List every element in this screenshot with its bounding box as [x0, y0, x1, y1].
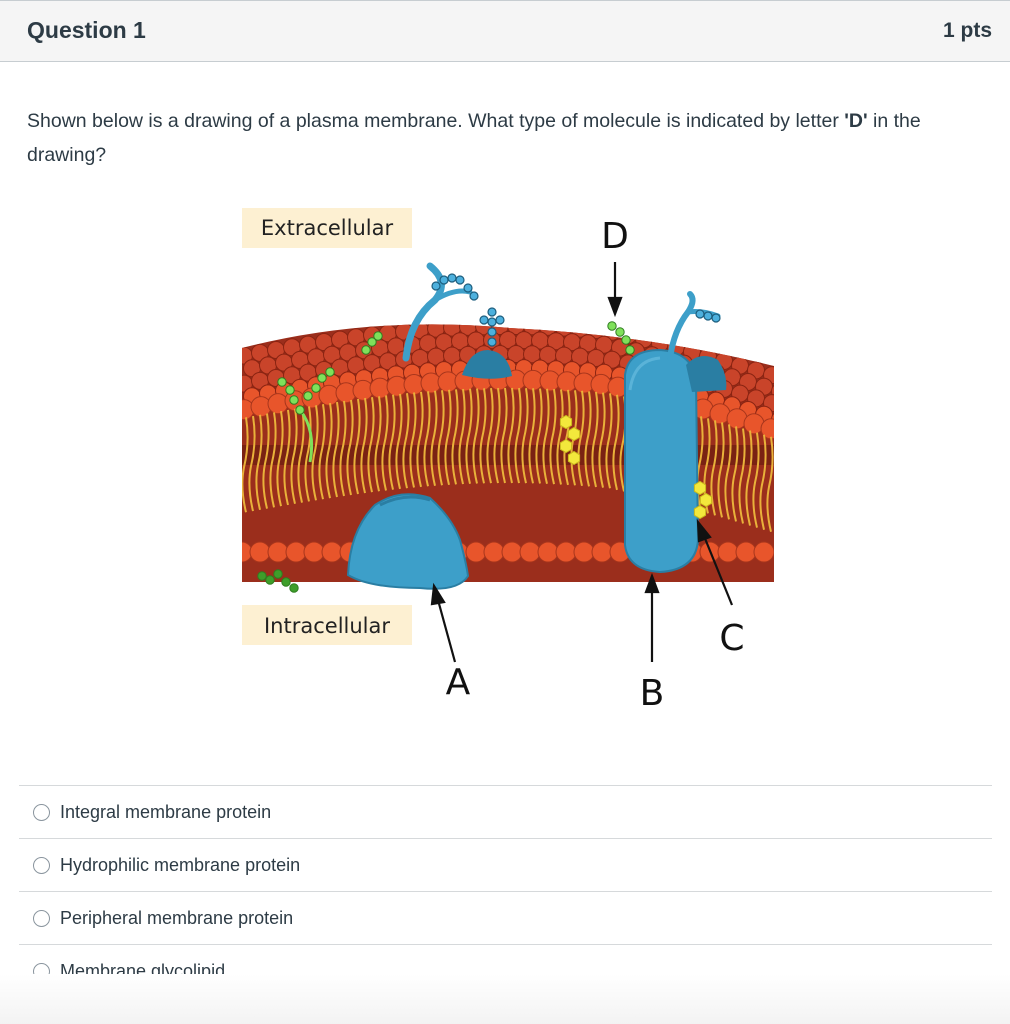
- page-bottom-fade: [0, 974, 1010, 1024]
- answer-option-1[interactable]: Integral membrane protein: [19, 785, 992, 838]
- protein-a-shape: [346, 493, 470, 590]
- radio-button[interactable]: [33, 909, 50, 927]
- answer-label: Peripheral membrane protein: [60, 907, 294, 928]
- cholesterol-molecules: [559, 414, 713, 520]
- radio-button[interactable]: [33, 856, 50, 874]
- question-text-bold: 'D': [844, 110, 868, 132]
- answer-option-2[interactable]: Hydrophilic membrane protein: [19, 838, 992, 891]
- question-points: 1 pts: [942, 19, 992, 42]
- question-text-part1: Shown below is a drawing of a plasma mem…: [27, 110, 845, 132]
- question-text-part2: in the drawing?: [27, 110, 921, 166]
- plasma-membrane-figure: Extracellular Intracellular A B C D: [230, 200, 790, 720]
- answer-option-3[interactable]: Peripheral membrane protein: [19, 891, 992, 944]
- letter-c: C: [719, 618, 744, 659]
- radio-button[interactable]: [33, 803, 50, 821]
- intracellular-label-box: [242, 605, 412, 645]
- glycolipid-chains: [257, 321, 635, 593]
- letter-b: B: [640, 673, 665, 714]
- pointer-arrows: [430, 262, 734, 663]
- answer-label: Integral membrane protein: [60, 801, 272, 822]
- extracellular-label: Extracellular: [261, 216, 394, 240]
- letter-a: A: [446, 662, 471, 703]
- letter-d: D: [601, 216, 629, 257]
- question-header: Question 1 1 pts: [0, 0, 1010, 62]
- protein-right-shape: [686, 356, 727, 392]
- question-text: Shown below is a drawing of a plasma mem…: [27, 104, 992, 172]
- answer-list: Integral membrane protein Hydrophilic me…: [19, 785, 992, 997]
- extracellular-label-box: [242, 208, 412, 248]
- question-title: Question 1: [27, 17, 146, 43]
- glycoprotein-chains: [402, 262, 721, 362]
- answer-label: Hydrophilic membrane protein: [60, 854, 301, 875]
- protein-middle-shape: [462, 350, 512, 379]
- lipid-bilayer: [242, 324, 774, 583]
- intracellular-label: Intracellular: [264, 614, 390, 638]
- protein-b-shape: [624, 348, 700, 574]
